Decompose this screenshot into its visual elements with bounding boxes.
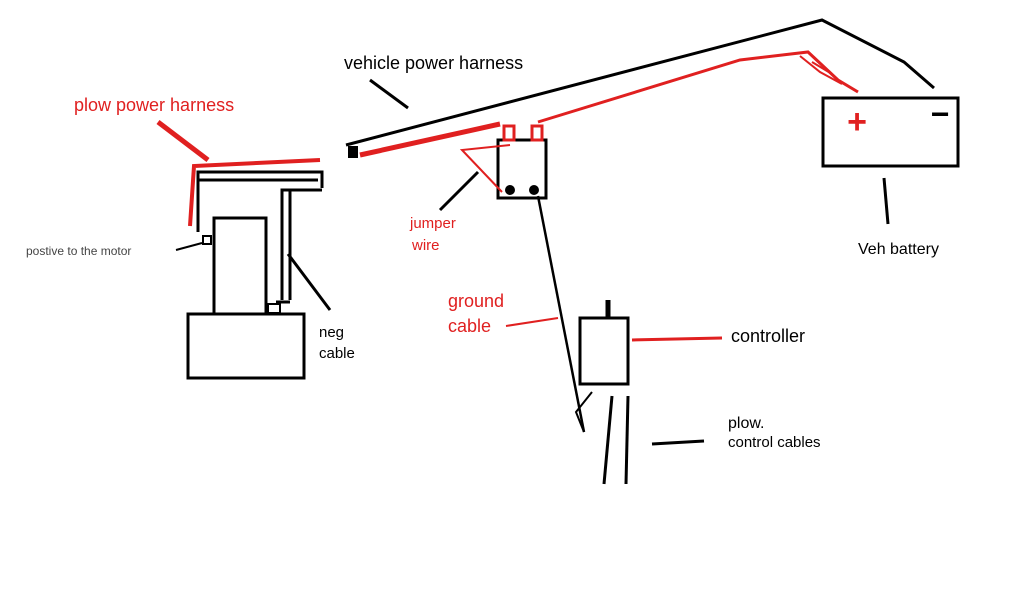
vehicle-battery: + −: [821, 96, 960, 225]
ground-cable-pointer: [505, 317, 559, 327]
plow-control-label-line2: control cables: [728, 434, 821, 451]
neg-cable-label-line1: neg: [319, 324, 344, 341]
motor-bracket-right: [276, 188, 322, 304]
pump-base: [186, 312, 306, 380]
plow-power-harness: [156, 120, 321, 227]
solenoid-post-left: [505, 185, 515, 195]
jumper-wire: [438, 144, 511, 212]
veh-battery-label: Veh battery: [858, 241, 939, 258]
vehicle-power-harness: [345, 18, 935, 158]
ground-cable: [505, 195, 593, 433]
battery-pointer: [882, 177, 890, 225]
solenoid-terminal-right: [530, 124, 544, 142]
motor-body: [212, 216, 268, 316]
neg-cable-label-line2: cable: [319, 345, 355, 362]
plow-harness-pointer: [156, 120, 210, 162]
plow-motor-assembly: [186, 170, 324, 380]
plow-control-cables: [602, 395, 705, 485]
ground-cable-label-line2: cable: [448, 316, 491, 336]
solenoid-terminal-left: [502, 124, 516, 142]
solenoid-post-right: [529, 185, 539, 195]
motor-positive-terminal: [202, 235, 212, 245]
vehicle-harness-pointer: [369, 78, 409, 110]
jumper-wire-label-line2: wire: [411, 237, 440, 254]
plow-power-harness-label: plow power harness: [74, 95, 234, 115]
controller: [578, 300, 723, 386]
motor-negative-terminal: [267, 303, 281, 314]
neg-cable-pointer: [286, 253, 332, 311]
positive-to-motor-pointer: [175, 242, 203, 251]
solenoid-body: [496, 138, 548, 200]
battery-body: [821, 96, 960, 168]
controller-pointer: [631, 336, 723, 342]
controller-body: [578, 316, 630, 386]
positive-to-motor-label: postive to the motor: [26, 244, 131, 258]
vehicle-power-harness-label: vehicle power harness: [344, 53, 523, 73]
control-cables-pointer: [651, 439, 705, 446]
motor-bracket: [196, 170, 324, 232]
harness-connector-end: [348, 146, 358, 158]
battery-plus-icon: +: [847, 103, 867, 141]
jumper-wire-label-line1: jumper: [409, 215, 456, 232]
controller-label: controller: [731, 326, 805, 346]
ground-cable-label-line1: ground: [448, 291, 504, 311]
plow-control-label-line1: plow.: [728, 415, 764, 432]
jumper-wire-pointer: [438, 170, 480, 212]
solenoid: [496, 124, 548, 200]
battery-minus-icon: −: [931, 96, 950, 132]
positive-cable: [359, 50, 859, 158]
